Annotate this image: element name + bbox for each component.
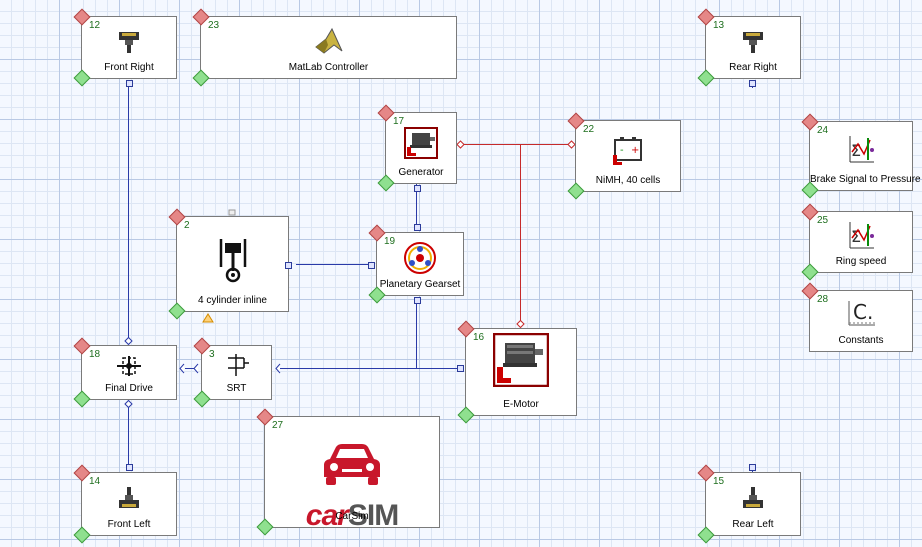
engine-top-marker — [228, 209, 236, 216]
block-brake-signal[interactable]: 24 Σ Brake Signal to Pressure — [801, 113, 921, 199]
port-emotor-left[interactable] — [457, 365, 464, 372]
svg-text:Σ: Σ — [851, 141, 861, 160]
engine-bottom-marker — [202, 313, 214, 323]
engine-piston-icon — [219, 239, 246, 283]
block-label: SRT — [226, 383, 247, 394]
carsim-logo-text: carSIM — [305, 499, 399, 533]
differential-icon — [117, 356, 141, 376]
wheel-hub-icon — [743, 32, 763, 53]
port-engine-right[interactable] — [285, 262, 292, 269]
block-label: Final Drive — [105, 383, 153, 394]
port-final-drive-bottom[interactable] — [124, 399, 133, 409]
wheel-hub-icon — [743, 487, 763, 508]
port-final-drive-top[interactable] — [124, 336, 133, 346]
block-label: MatLab Controller — [288, 62, 369, 73]
svg-text:+: + — [631, 145, 639, 156]
port-emotor-electrical[interactable] — [516, 319, 525, 329]
block-label: Ring speed — [835, 256, 887, 267]
block-front-right[interactable]: 12 Front Right — [73, 8, 177, 87]
port-generator-electrical[interactable] — [456, 140, 465, 149]
svg-text:-: - — [620, 145, 624, 156]
block-emotor[interactable]: 16 E-Motor — [457, 320, 577, 424]
planetary-gear-icon — [404, 242, 436, 274]
port-generator-bottom[interactable] — [414, 185, 421, 192]
port-front-right-bottom[interactable] — [126, 80, 133, 87]
block-number: 22 — [583, 124, 595, 135]
carsim-logo-sim: SIM — [347, 499, 399, 532]
port-rear-left-top[interactable] — [749, 464, 756, 471]
block-label: Rear Right — [729, 62, 777, 73]
constant-icon: C. — [848, 300, 875, 326]
block-constants[interactable]: 28 C. Constants — [801, 282, 913, 352]
block-label: Planetary Gearset — [379, 279, 461, 290]
block-generator[interactable]: 17 Generator — [377, 104, 457, 192]
signal-function-icon: Σ — [849, 222, 874, 249]
matlab-logo-icon — [314, 27, 342, 54]
port-gearset-bottom[interactable] — [414, 297, 421, 304]
block-label: CarSim — [335, 511, 369, 522]
block-ring-speed[interactable]: 25 Σ Ring speed — [801, 203, 913, 281]
block-label: Front Left — [107, 519, 151, 530]
signal-function-icon: Σ — [849, 136, 874, 163]
block-number: 25 — [817, 215, 829, 226]
port-gearset-top[interactable] — [414, 224, 421, 231]
block-number: 23 — [208, 20, 220, 31]
block-rear-left[interactable]: 15 Rear Left — [697, 464, 801, 544]
svg-text:Σ: Σ — [851, 227, 861, 246]
block-rear-right[interactable]: 13 Rear Right — [697, 8, 801, 87]
block-number: 18 — [89, 349, 101, 360]
block-label: Brake Signal to Pressure — [810, 174, 921, 185]
block-number: 28 — [817, 294, 829, 305]
block-carsim[interactable]: 27 carSIM CarSim — [256, 408, 440, 536]
block-number: 12 — [89, 20, 101, 31]
block-label: NiMH, 40 cells — [595, 175, 661, 186]
block-front-left[interactable]: 14 Front Left — [73, 464, 177, 544]
block-final-drive[interactable]: 18 Final Drive — [73, 337, 177, 408]
block-srt[interactable]: 3 SRT — [193, 337, 272, 408]
block-number: 19 — [384, 236, 396, 247]
block-label: E-Motor — [503, 399, 539, 410]
block-label: Front Right — [104, 62, 154, 73]
block-label: Generator — [398, 167, 444, 178]
block-matlab-controller[interactable]: 23 MatLab Controller — [192, 8, 457, 87]
block-battery[interactable]: 22 - + NiMH, 40 cells — [567, 112, 681, 200]
electric-machine-icon — [404, 127, 438, 159]
port-gearset-left[interactable] — [368, 262, 375, 269]
port-final-drive-right[interactable] — [179, 363, 185, 374]
block-number: 3 — [209, 349, 215, 360]
port-rear-right-bottom[interactable] — [749, 80, 756, 87]
port-srt-left[interactable] — [193, 363, 199, 374]
svg-text:C.: C. — [853, 300, 873, 324]
block-number: 2 — [184, 220, 190, 231]
block-number: 16 — [473, 332, 485, 343]
block-planetary-gearset[interactable]: 19 Planetary Gearset — [368, 224, 464, 304]
block-number: 13 — [713, 20, 725, 31]
block-number: 27 — [272, 420, 284, 431]
wheel-hub-icon — [119, 32, 139, 53]
port-srt-right[interactable] — [275, 363, 281, 374]
shaft-gear-icon — [227, 354, 249, 376]
block-number: 24 — [817, 125, 829, 136]
port-battery-electrical[interactable] — [567, 140, 576, 149]
car-logo-icon — [324, 444, 380, 485]
wheel-hub-icon — [119, 487, 139, 508]
block-number: 15 — [713, 476, 725, 487]
carsim-logo-car: car — [305, 499, 349, 532]
block-label: 4 cylinder inline — [198, 295, 267, 306]
block-label: Constants — [838, 335, 884, 346]
port-front-left-top[interactable] — [126, 464, 133, 471]
battery-icon: - + — [613, 137, 642, 165]
block-label: Rear Left — [732, 519, 774, 530]
block-number: 17 — [393, 116, 405, 127]
block-number: 14 — [89, 476, 101, 487]
block-engine[interactable]: 2 4 cylinder inline — [168, 208, 292, 320]
electric-machine-icon — [493, 333, 549, 387]
